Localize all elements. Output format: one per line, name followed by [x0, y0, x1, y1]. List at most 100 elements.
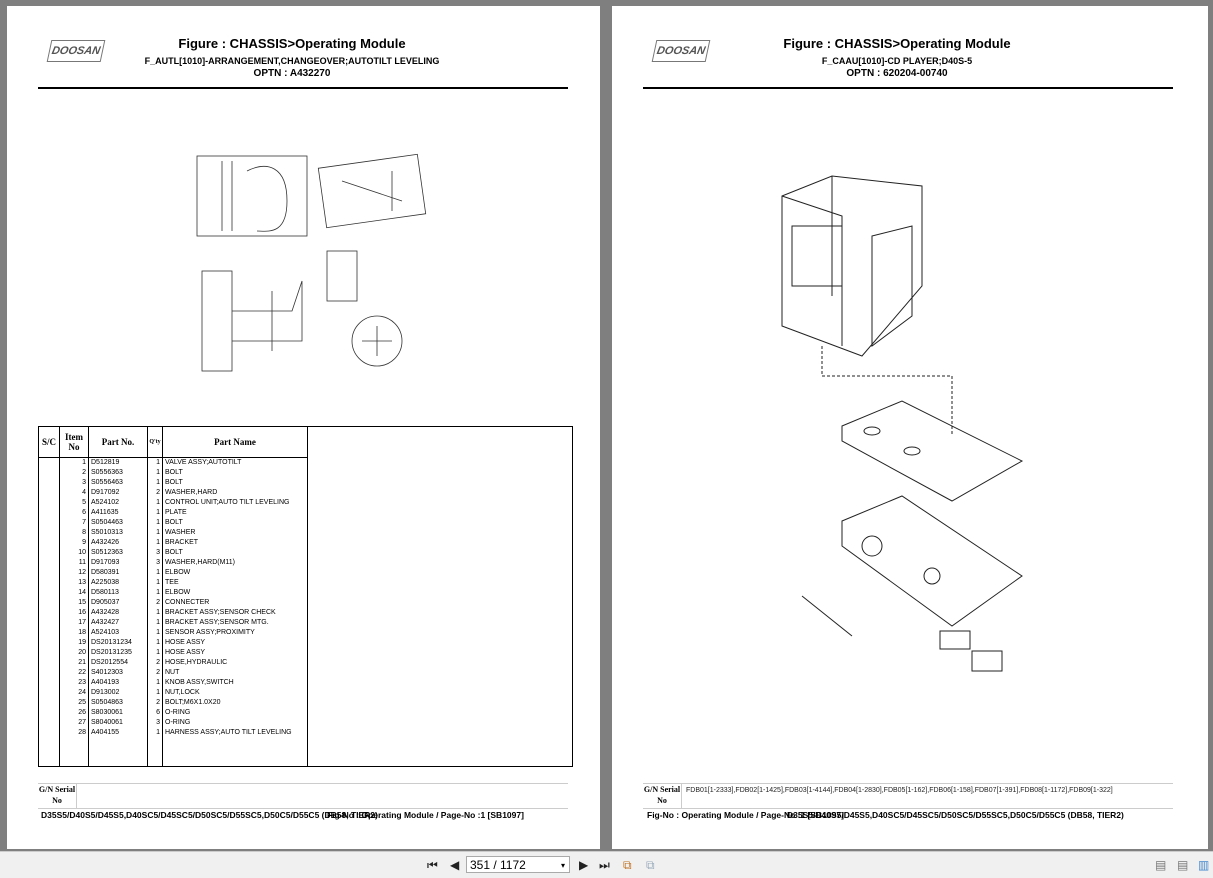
item-no: 25: [59, 698, 89, 708]
qty: 1: [147, 568, 163, 578]
qty: 1: [147, 688, 163, 698]
blank: [307, 668, 573, 678]
item-no: 10: [59, 548, 89, 558]
gn-serial-row: G/N Serial No: [38, 783, 568, 809]
part-name: BOLT: [162, 468, 308, 478]
fit-width-icon[interactable]: ⧉: [646, 858, 655, 872]
item-no: 3: [59, 478, 89, 488]
sc: [38, 628, 60, 638]
sc: [38, 468, 60, 478]
part-no: S5010313: [88, 528, 148, 538]
part-name: CONNECTER: [162, 598, 308, 608]
qty: 1: [147, 498, 163, 508]
item-no: 14: [59, 588, 89, 598]
sc: [38, 658, 60, 668]
part-no: A524102: [88, 498, 148, 508]
part-name: KNOB ASSY,SWITCH: [162, 678, 308, 688]
optn: OPTN : A432270: [253, 68, 331, 79]
blank: [307, 457, 573, 468]
sc: [38, 548, 60, 558]
part-no: A225038: [88, 578, 148, 588]
blank: [307, 488, 573, 498]
prev-page-button[interactable]: ◀: [450, 858, 460, 872]
blank: [307, 688, 573, 698]
last-page-button[interactable]: ⏭: [599, 858, 610, 872]
part-name: VALVE ASSY;AUTOTILT: [162, 457, 308, 468]
part-name: BRACKET ASSY;SENSOR CHECK: [162, 608, 308, 618]
part-name: BOLT: [162, 548, 308, 558]
part-no: A432426: [88, 538, 148, 548]
part-no: S8040061: [88, 718, 148, 728]
item-no: 16: [59, 608, 89, 618]
sc: [38, 728, 60, 738]
continuous-view-icon[interactable]: ▤: [1177, 858, 1189, 872]
item-no: 27: [59, 718, 89, 728]
qty: 2: [147, 668, 163, 678]
qty: 1: [147, 457, 163, 468]
part-no: S0512363: [88, 548, 148, 558]
part-no: DS2012554: [88, 658, 148, 668]
sc: [38, 648, 60, 658]
sc: [38, 688, 60, 698]
sc: [38, 518, 60, 528]
part-name: O-RING: [162, 718, 308, 728]
blank: [307, 698, 573, 708]
blank: [307, 588, 573, 598]
part-name: HOSE ASSY: [162, 638, 308, 648]
part-no: A524103: [88, 628, 148, 638]
blank: [307, 718, 573, 728]
sc: [38, 678, 60, 688]
qty: 1: [147, 728, 163, 738]
sc: [38, 457, 60, 468]
item-no: 5: [59, 498, 89, 508]
part-no: D580391: [88, 568, 148, 578]
sc: [38, 698, 60, 708]
col-sc: S/C: [38, 426, 60, 458]
qty: 1: [147, 588, 163, 598]
qty: 1: [147, 508, 163, 518]
footer-figno: Fig-No : Operating Module / Page-No :1 […: [327, 810, 524, 820]
right-page: DOOSAN Figure : CHASSIS>Operating Module…: [612, 6, 1208, 849]
optn: OPTN : 620204-00740: [846, 68, 948, 79]
part-name: ELBOW: [162, 568, 308, 578]
two-page-view-icon[interactable]: ▥: [1198, 858, 1210, 872]
left-page: DOOSAN Figure : CHASSIS>Operating Module…: [7, 6, 600, 849]
qty: 1: [147, 648, 163, 658]
gn-serial-row: G/N Serial No FDB01[1-2333],FDB02[1-1425…: [643, 783, 1173, 809]
part-no: S4012303: [88, 668, 148, 678]
blank: [307, 638, 573, 648]
part-name: WASHER: [162, 528, 308, 538]
blank: [307, 708, 573, 718]
part-name: BRACKET ASSY;SENSOR MTG.: [162, 618, 308, 628]
blank: [307, 678, 573, 688]
part-no: A404193: [88, 678, 148, 688]
fit-page-icon[interactable]: ⧉: [623, 858, 632, 872]
single-page-view-icon[interactable]: ▤: [1155, 858, 1167, 872]
sc: [38, 538, 60, 548]
part-name: WASHER,HARD(M11): [162, 558, 308, 568]
item-no: 24: [59, 688, 89, 698]
part-no: S0504463: [88, 518, 148, 528]
part-name: HARNESS ASSY;AUTO TILT LEVELING: [162, 728, 308, 738]
part-name: HOSE,HYDRAULIC: [162, 658, 308, 668]
item-no: 11: [59, 558, 89, 568]
qty: 2: [147, 598, 163, 608]
part-name: WASHER,HARD: [162, 488, 308, 498]
part-name: TEE: [162, 578, 308, 588]
sc: [38, 558, 60, 568]
sc: [38, 488, 60, 498]
part-name: HOSE ASSY: [162, 648, 308, 658]
first-page-button[interactable]: ⏮: [427, 858, 438, 872]
item-no: 12: [59, 568, 89, 578]
header-rule: [643, 87, 1173, 89]
next-page-button[interactable]: ▶: [579, 858, 589, 872]
qty: 2: [147, 698, 163, 708]
page-number-select[interactable]: 351 / 1172▾: [466, 856, 570, 873]
